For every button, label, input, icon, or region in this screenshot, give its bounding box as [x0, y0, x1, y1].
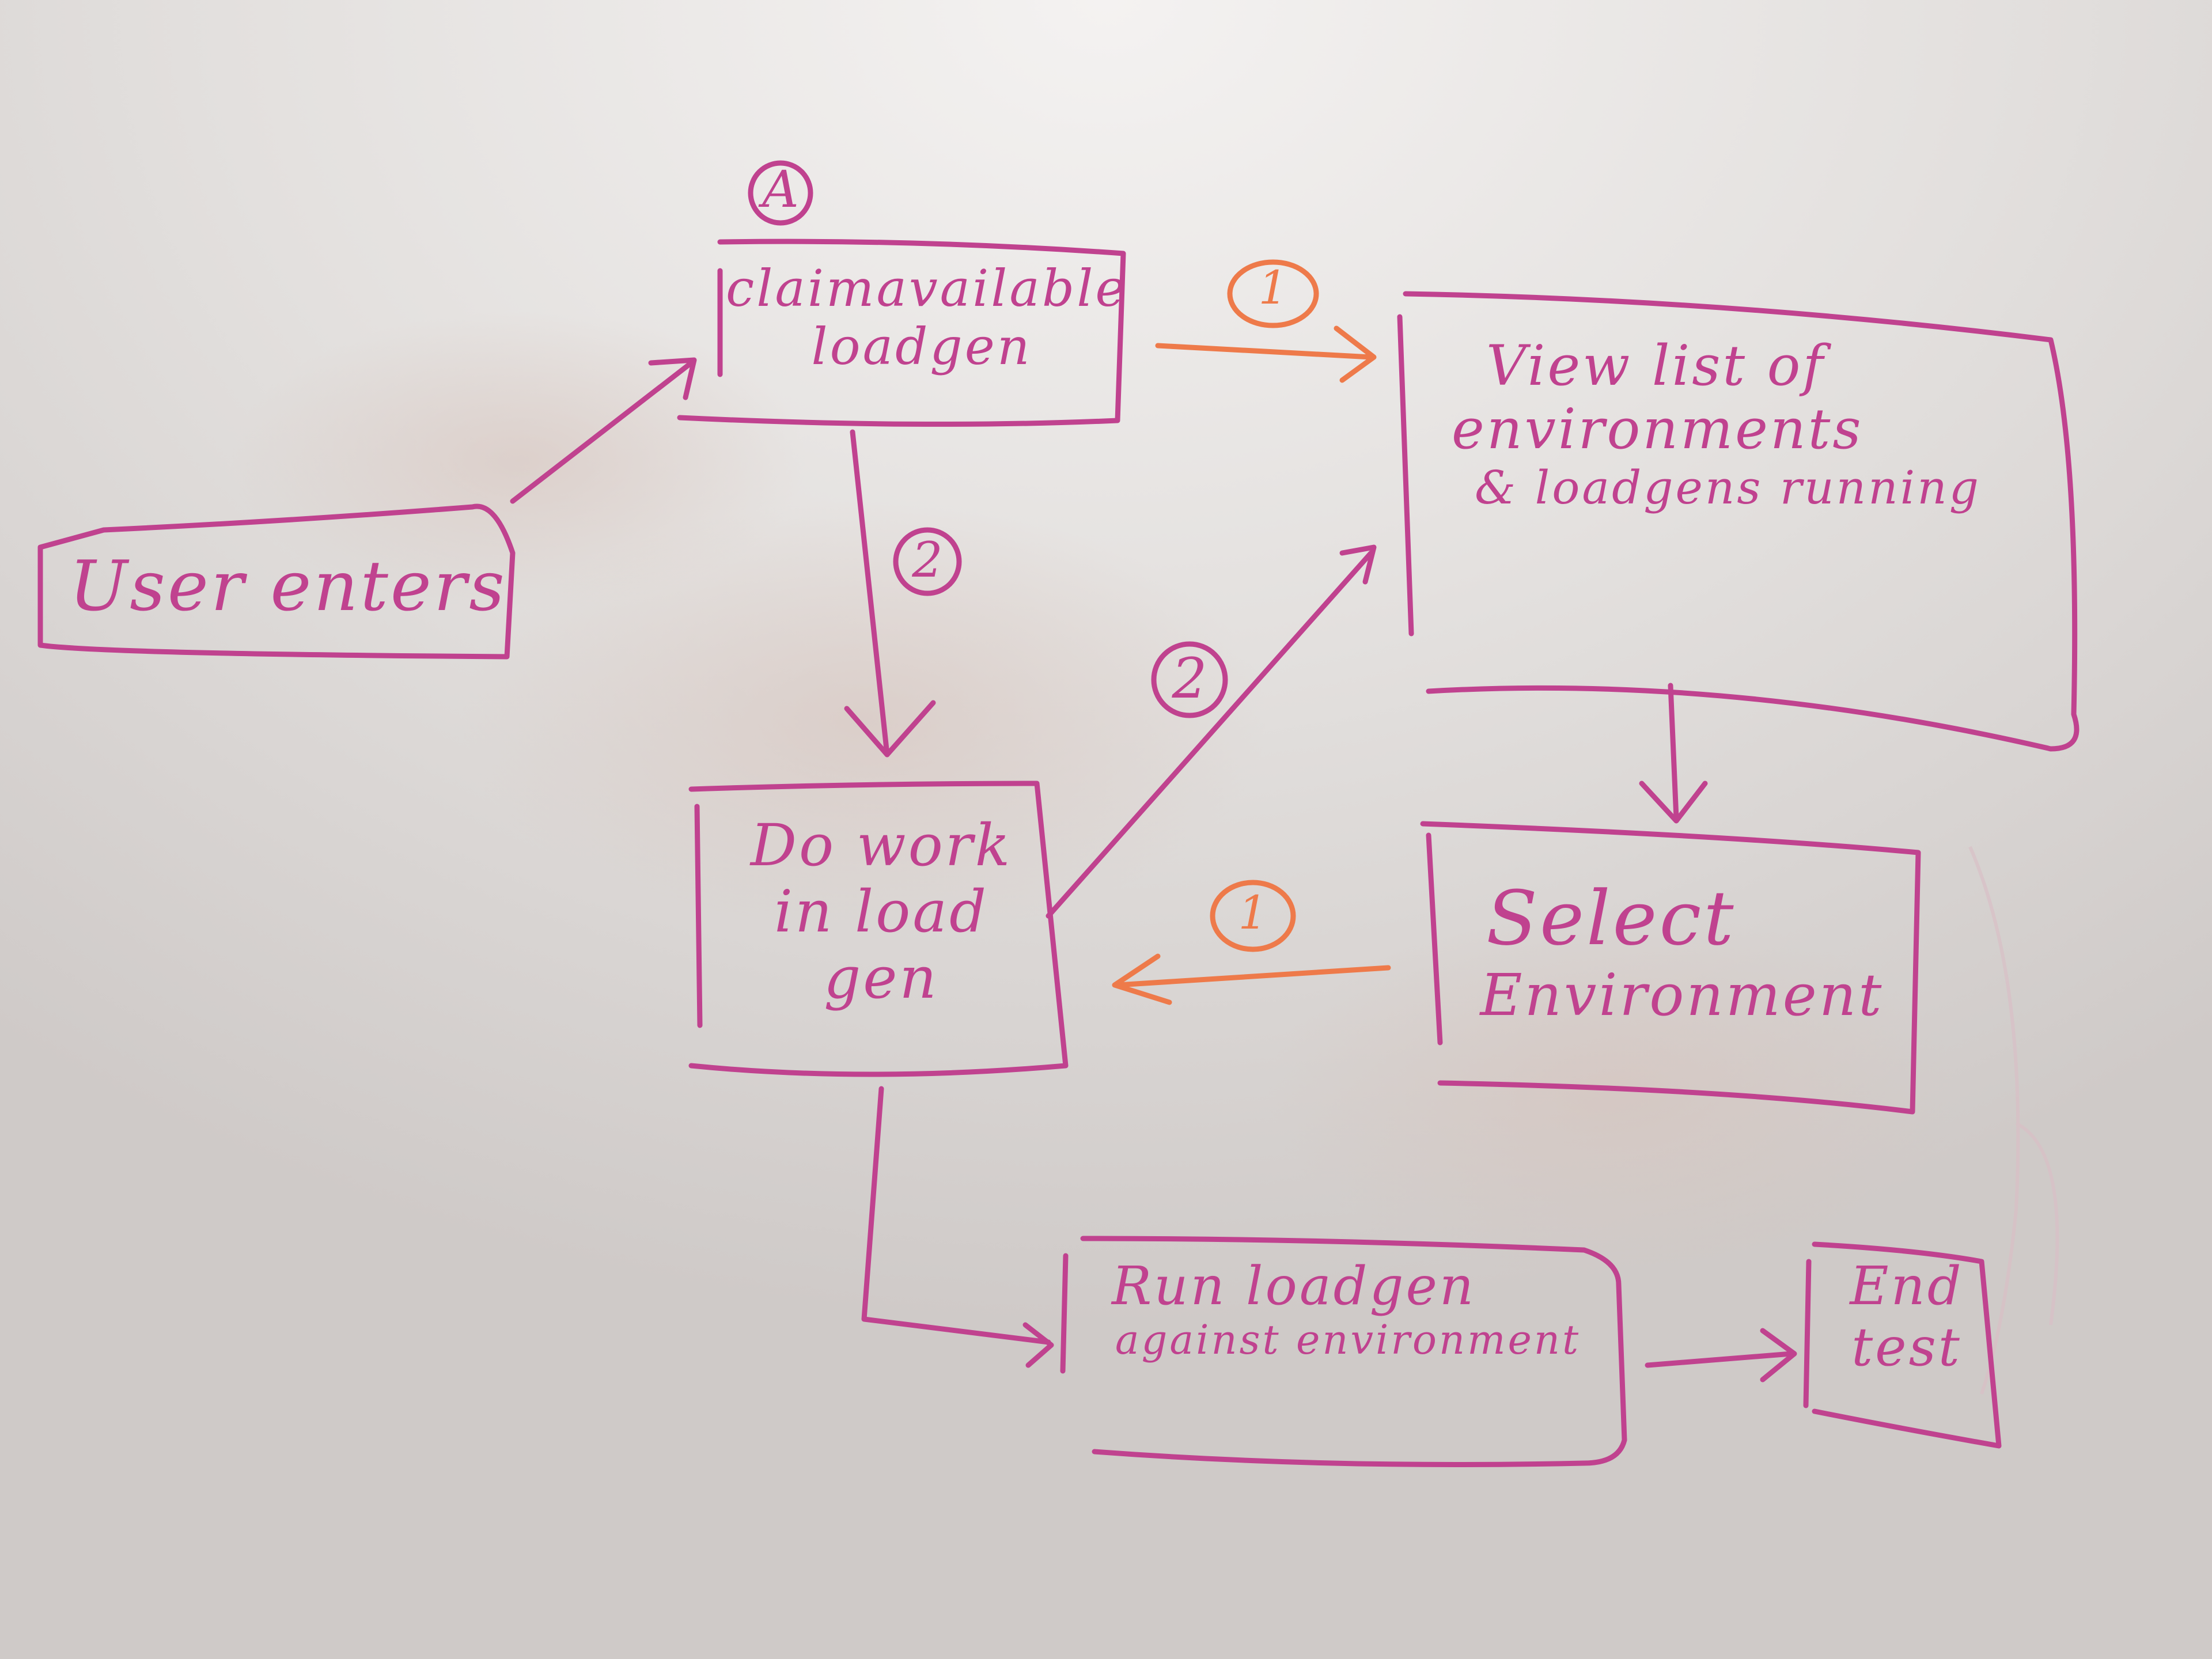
view-list-text-line: & loadgens running: [1475, 460, 1981, 514]
arrow-claim-to-view: [1155, 343, 1374, 360]
select-env-box: [1420, 821, 1921, 1115]
run-label: Run loadgen against environment: [1083, 1256, 1613, 1363]
edge-label-select-to-dowork: 1: [1238, 886, 1268, 940]
select-env-text-line: Select: [1486, 874, 1736, 962]
view-list-text-line: environments: [1452, 397, 1863, 462]
arrow-dowork-to-view: [1046, 550, 1374, 919]
arrow-head: [1334, 325, 1377, 383]
edge-label-claim-to-dowork: 2: [912, 532, 943, 588]
select-env-box-left: [1426, 832, 1443, 1046]
select-env-label: Select Environment: [1452, 874, 1912, 1029]
view-list-box-left: [1397, 314, 1414, 637]
end-label: End test: [1820, 1256, 1993, 1378]
arrow-head: [1022, 1322, 1054, 1368]
claim-text-line: loadgen: [811, 317, 1032, 377]
end-box-left: [1803, 1259, 1812, 1408]
claim-text-line: claimavailable: [726, 259, 1128, 318]
edge-label-dowork-to-view: 2: [1172, 646, 1207, 711]
arrow-claim-to-dowork: [850, 429, 890, 757]
do-work-label: Do work in load gen: [709, 812, 1054, 1011]
arrow-head: [1760, 1328, 1797, 1382]
arrow-user-to-claim: [510, 360, 694, 504]
arrow-select-to-dowork: [1115, 965, 1391, 988]
claim-box: [677, 238, 1126, 427]
board-smudge: [461, 501, 1267, 939]
arrow-head: [648, 357, 697, 400]
edge-label-circle: [1227, 259, 1319, 328]
claim-label: claimavailable loadgen: [726, 259, 1128, 377]
arrow-head: [1639, 781, 1708, 824]
marker-a-circle: [748, 160, 813, 226]
edge-label-circle: [1210, 880, 1296, 952]
run-box-left: [1060, 1253, 1069, 1374]
end-box: [1812, 1241, 2002, 1449]
user-enters-box: [37, 503, 516, 660]
run-box: [1080, 1236, 1627, 1467]
do-work-box-left: [694, 804, 703, 1028]
arrow-run-to-end: [1645, 1351, 1794, 1368]
arrow-dowork-to-run: [861, 1086, 1051, 1345]
edge-label-circle: [893, 527, 962, 596]
view-list-label: View list of environments & loadgens run…: [1417, 334, 2051, 514]
marker-a: A: [762, 160, 799, 219]
view-list-text-line: View list of: [1486, 334, 1825, 398]
do-work-text-line: in load: [774, 878, 988, 945]
end-text-line: End: [1850, 1255, 1964, 1317]
do-work-text-line: Do work: [750, 812, 1013, 879]
do-work-box: [688, 781, 1069, 1077]
end-text-line: test: [1851, 1316, 1962, 1378]
arrow-head: [1112, 953, 1172, 1005]
edge-label-claim-to-view: 1: [1258, 261, 1288, 315]
arrow-view-to-select: [1668, 683, 1679, 821]
view-list-box: [1403, 291, 2080, 752]
run-text-line: Run loadgen: [1112, 1255, 1476, 1317]
select-env-text-line: Environment: [1480, 961, 1884, 1029]
ghost-marks: [1968, 846, 2059, 1395]
user-enters-text: User enters: [69, 547, 507, 627]
user-enters-label: User enters: [69, 547, 507, 627]
do-work-text-line: gen: [824, 944, 939, 1012]
arrow-head: [844, 700, 936, 757]
run-text-line: against environment: [1115, 1316, 1581, 1363]
arrow-head: [1339, 544, 1377, 585]
edge-label-circle: [1151, 641, 1228, 718]
